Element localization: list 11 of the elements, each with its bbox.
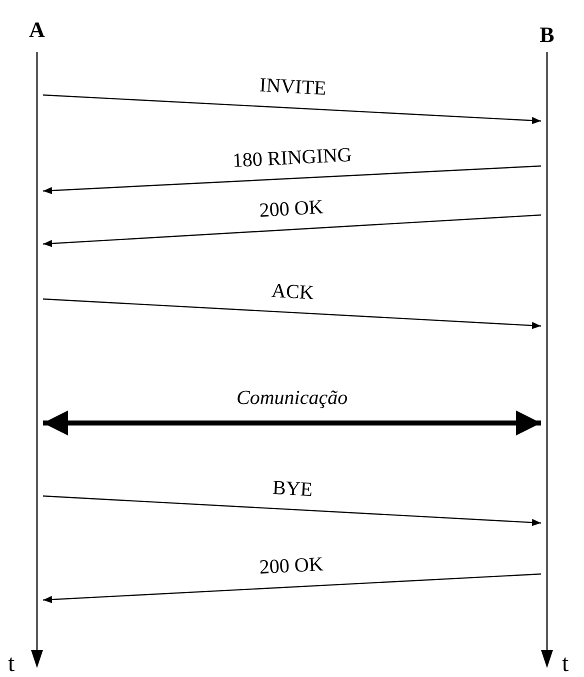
message-arrow — [42, 495, 542, 526]
message-arrow — [42, 94, 542, 124]
message-arrow — [42, 298, 542, 330]
time-axis-label: t — [8, 652, 15, 676]
message-arrow — [42, 214, 542, 248]
double-arrow — [43, 410, 541, 436]
lifeline-name: A — [29, 19, 45, 41]
message-arrow — [42, 165, 542, 194]
time-axis-label: t — [562, 652, 569, 676]
message-arrow — [42, 573, 542, 604]
lifeline-name: B — [540, 24, 554, 46]
